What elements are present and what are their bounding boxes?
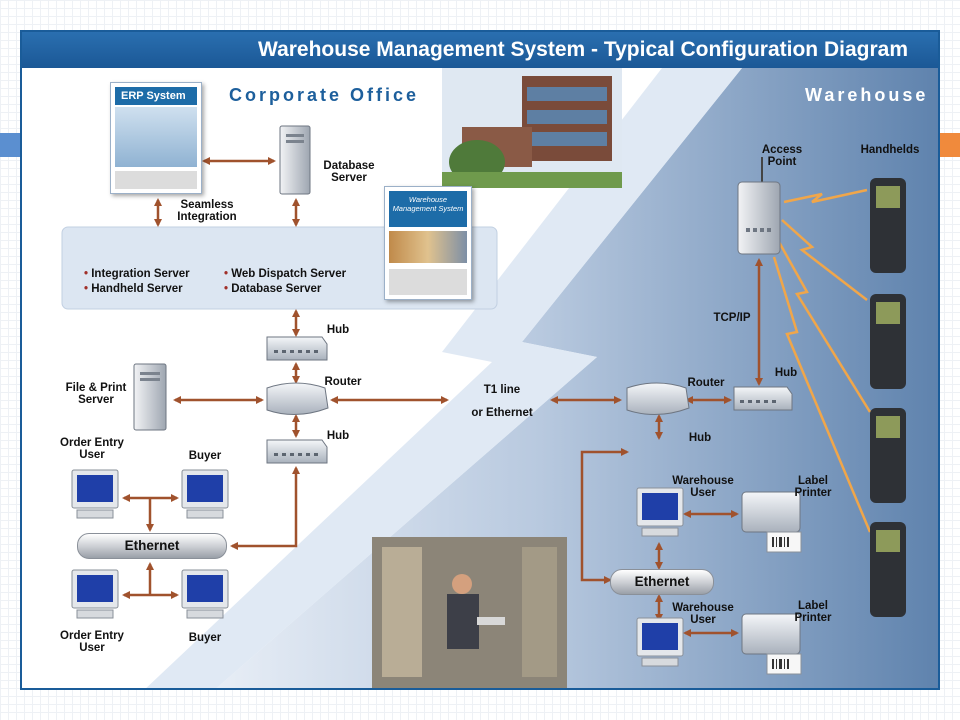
tcp-ip-label: TCP/IP — [713, 312, 751, 324]
order-entry-pc-bottom-icon — [71, 569, 119, 619]
office-building-photo — [442, 68, 622, 188]
erp-card-footer — [115, 171, 197, 189]
server-list-item: Web Dispatch Server — [224, 268, 346, 280]
warehouse-user-top-label: Warehouse User — [672, 475, 734, 499]
order-entry-user-bottom-label: Order Entry User — [60, 630, 124, 654]
erp-system-card: ERP System — [110, 82, 202, 194]
divider-stripe — [146, 68, 742, 688]
corporate-office-heading: Corporate Office — [229, 85, 420, 105]
right-accent-bar — [940, 133, 960, 157]
ethernet-bar-left: Ethernet — [77, 533, 227, 559]
server-list-item: Handheld Server — [84, 283, 183, 295]
diagram-canvas — [61, 68, 938, 688]
buyer-bottom-label: Buyer — [188, 632, 222, 644]
wireless-links — [772, 188, 872, 533]
hub-right-icon — [733, 386, 793, 411]
hub-top-left-icon — [266, 336, 328, 361]
erp-system-card-header: ERP System — [115, 87, 197, 105]
diagram-title: Warehouse Management System - Typical Co… — [22, 32, 938, 68]
ethernet-bar-right: Ethernet — [610, 569, 714, 595]
label-printer-top-icon — [741, 491, 802, 553]
server-list-right: Web Dispatch Server Database Server — [224, 267, 346, 297]
erp-card-photo — [115, 107, 197, 167]
wms-card-header: Warehouse Management System — [389, 191, 467, 227]
handheld-device-icon-3 — [870, 408, 906, 503]
server-list-item: Database Server — [224, 283, 321, 295]
router-ethernet-right-link — [580, 448, 629, 584]
or-ethernet-label: or Ethernet — [471, 407, 533, 419]
router-right-label: Router — [687, 377, 725, 389]
hub-right-bottom-label: Hub — [688, 432, 712, 444]
file-print-server-label: File & Print Server — [65, 382, 127, 406]
diagram-frame: Warehouse Management System - Typical Co… — [20, 30, 940, 690]
server-list-item: Integration Server — [84, 268, 190, 280]
warehouse-worker-photo — [372, 537, 567, 688]
connectors — [122, 157, 763, 637]
left-accent-bar — [0, 133, 20, 157]
wms-card-photo — [389, 231, 467, 263]
hub-top-label: Hub — [326, 324, 350, 336]
handheld-device-icon-4 — [870, 522, 906, 617]
warehouse-user-bottom-label: Warehouse User — [672, 602, 734, 626]
access-point-icon — [737, 157, 781, 255]
file-print-server-icon — [133, 363, 167, 431]
buyer-pc-top-icon — [181, 469, 229, 519]
handheld-device-icon-2 — [870, 294, 906, 389]
order-entry-user-top-label: Order Entry User — [60, 437, 124, 461]
warehouse-user-pc-top-icon — [636, 487, 684, 537]
router-right-icon — [626, 382, 690, 416]
wms-card: Warehouse Management System — [384, 186, 472, 300]
hub-ethernet-link — [230, 466, 300, 550]
label-printer-bottom-icon — [741, 613, 802, 675]
t1-line-label: T1 line — [483, 384, 521, 396]
buyer-pc-bottom-icon — [181, 569, 229, 619]
database-server-icon — [279, 125, 311, 195]
seamless-integration-label: Seamless Integration — [177, 199, 237, 223]
label-printer-bottom-label: Label Printer — [794, 600, 832, 624]
access-point-label: Access Point — [761, 144, 803, 168]
router-left-label: Router — [324, 376, 362, 388]
warehouse-heading: Warehouse — [805, 85, 929, 105]
hub-left-label: Hub — [326, 430, 350, 442]
hub-right-top-label: Hub — [774, 367, 798, 379]
wms-card-footer — [389, 269, 467, 295]
handhelds-label: Handhelds — [860, 144, 920, 156]
handheld-device-icon-1 — [870, 178, 906, 273]
database-server-label: Database Server — [323, 160, 375, 184]
buyer-top-label: Buyer — [188, 450, 222, 462]
hub-bottom-left-icon — [266, 439, 328, 464]
warehouse-user-pc-bottom-icon — [636, 617, 684, 667]
order-entry-pc-top-icon — [71, 469, 119, 519]
server-list-left: Integration Server Handheld Server — [84, 267, 190, 297]
label-printer-top-label: Label Printer — [794, 475, 832, 499]
router-left-icon — [266, 382, 329, 415]
